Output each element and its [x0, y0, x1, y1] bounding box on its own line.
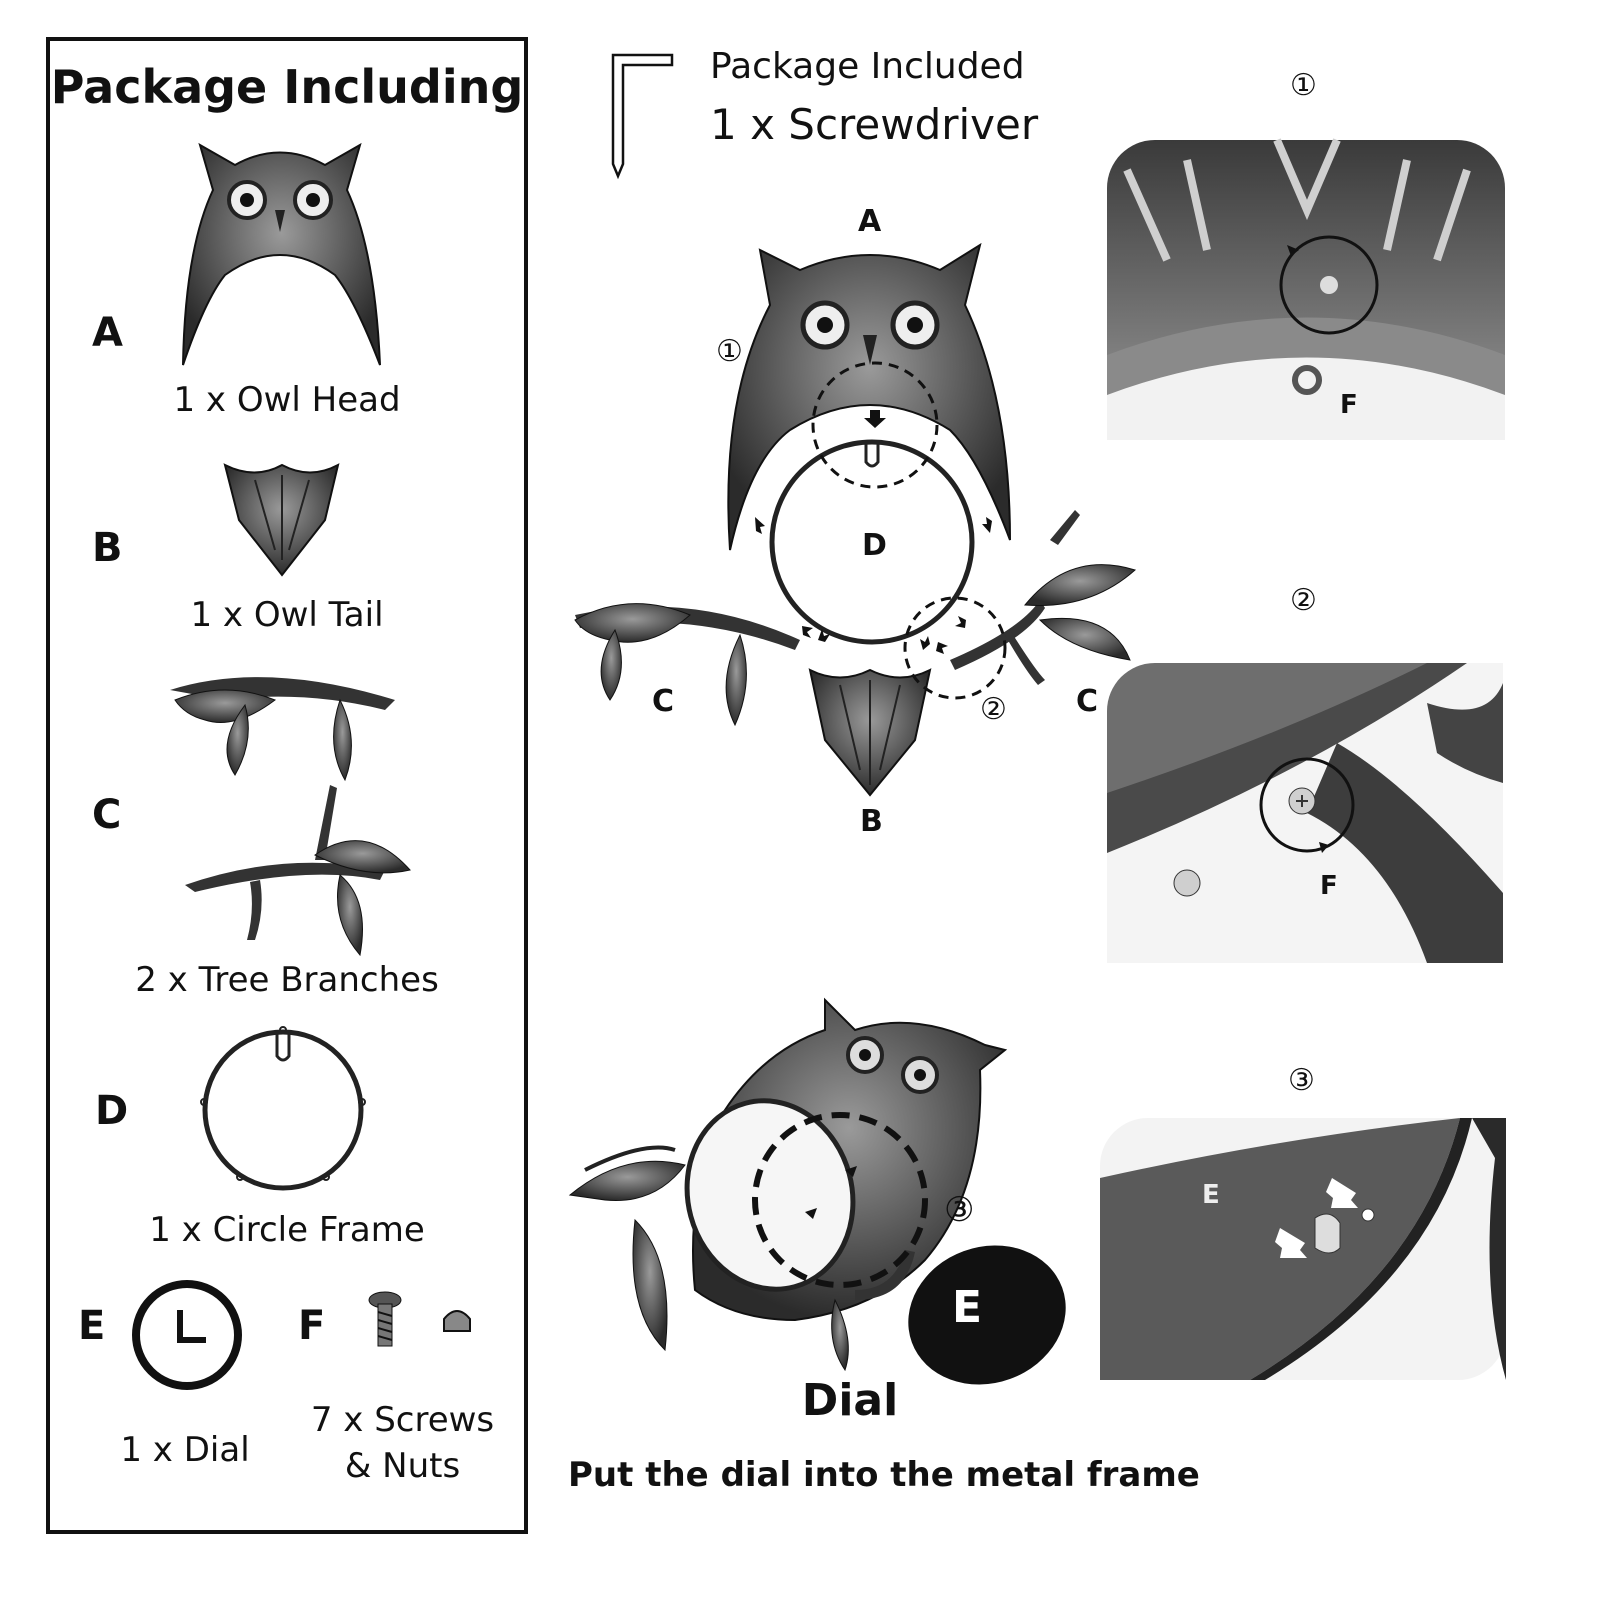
- item-letter-e: E: [78, 1303, 106, 1349]
- diagram-step-1-marker: ①: [716, 334, 743, 369]
- diagram-callout-1: [811, 361, 939, 489]
- diagram-label-b: B: [860, 804, 883, 839]
- diagram-callout-2: [903, 596, 1007, 700]
- item-caption-screws-line1: 7 x Screws: [310, 1400, 495, 1440]
- tree-branches-illustration: [170, 677, 411, 957]
- item-letter-b: B: [92, 525, 123, 571]
- item-letter-d: D: [95, 1088, 129, 1134]
- diagram-label-d: D: [862, 528, 887, 563]
- detail-photo-1: [1107, 138, 1505, 440]
- photo-3-label: E: [1202, 1180, 1220, 1210]
- photo-2-label: F: [1320, 871, 1338, 901]
- diagram-label-a: A: [858, 204, 882, 239]
- screwdriver-note-item: 1 x Screwdriver: [710, 100, 1039, 149]
- diagram-step-2-marker: ②: [980, 692, 1007, 727]
- screwdriver-note-title: Package Included: [710, 46, 1025, 87]
- photo-1-step: ①: [1290, 68, 1317, 103]
- diagram-owl-head: [727, 242, 1011, 551]
- package-panel: [46, 37, 528, 1534]
- screw-icon: [368, 1291, 402, 1347]
- item-caption-screws-line2: & Nuts: [344, 1446, 461, 1486]
- item-caption-owl-tail: 1 x Owl Tail: [190, 595, 384, 635]
- circle-frame-illustration: [200, 1026, 366, 1191]
- diagram-label-c-left: C: [652, 684, 675, 719]
- diagram-branch-right: [950, 600, 1045, 670]
- photo-1-label: F: [1340, 390, 1358, 420]
- screwdriver-icon: [611, 53, 674, 180]
- photo-2-step: ②: [1290, 583, 1317, 618]
- detail-photo-3: [1100, 1118, 1506, 1380]
- item-caption-tree-branches: 2 x Tree Branches: [135, 960, 439, 1000]
- photo-3-step: ③: [1288, 1063, 1315, 1098]
- item-caption-owl-head: 1 x Owl Head: [173, 380, 401, 420]
- dial-disc: [908, 1245, 1066, 1385]
- diagram-circle-frame: [769, 439, 975, 645]
- dial-disc-letter: E: [952, 1282, 983, 1333]
- item-caption-circle-frame: 1 x Circle Frame: [149, 1210, 425, 1250]
- item-letter-c: C: [92, 792, 122, 838]
- diagram-label-c-right: C: [1076, 684, 1099, 719]
- package-title: Package Including: [50, 60, 524, 114]
- nut-icon: [443, 1310, 471, 1332]
- item-letter-f: F: [298, 1303, 326, 1349]
- dial-assembly-illustration: [568, 997, 1066, 1385]
- detail-photo-2: [1107, 663, 1503, 963]
- dial-label: Dial: [801, 1375, 899, 1426]
- item-letter-a: A: [92, 310, 123, 356]
- item-caption-dial: 1 x Dial: [120, 1430, 250, 1470]
- dial-step-marker: ③: [944, 1190, 975, 1230]
- owl-head-illustration: [182, 142, 381, 366]
- dial-icon: [132, 1280, 242, 1390]
- owl-tail-illustration: [223, 463, 340, 577]
- dial-step-callout: [752, 1112, 928, 1288]
- assembly-diagram: [574, 242, 1136, 797]
- dial-instruction: Put the dial into the metal frame: [568, 1455, 1200, 1495]
